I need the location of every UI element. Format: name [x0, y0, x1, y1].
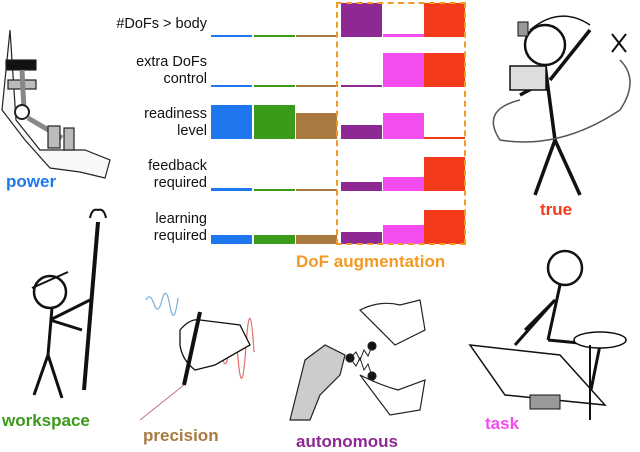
stick-figure-reacher-icon	[31, 208, 107, 399]
row-label-dofs: #DoFs > body	[116, 16, 207, 32]
bar-true-row-4	[424, 210, 465, 244]
bar-autonomous-row-0	[341, 3, 382, 37]
bar-precision-row-2	[296, 113, 337, 139]
hand-with-pen-icon	[139, 292, 255, 421]
arm-exoskeleton-icon	[1, 29, 111, 179]
bar-precision-row-0	[296, 35, 337, 37]
dof-augmentation-box	[336, 2, 466, 245]
bar-power-row-2	[211, 105, 252, 139]
row-label-extra-control: extra DoFs control	[136, 54, 207, 87]
bar-power-row-3	[211, 188, 252, 191]
bar-true-row-0	[424, 3, 465, 37]
bar-precision-row-1	[296, 85, 337, 87]
bar-true-row-3	[424, 157, 465, 191]
bar-task-row-2	[383, 113, 424, 139]
bar-workspace-row-4	[254, 235, 295, 244]
row-label-learning: learning required	[153, 211, 207, 244]
bar-autonomous-row-4	[341, 232, 382, 244]
bar-power-row-1	[211, 85, 252, 87]
seated-figure-at-table-icon	[468, 249, 627, 420]
bar-power-row-4	[211, 235, 252, 244]
bar-task-row-4	[383, 225, 424, 244]
chart-title: DoF augmentation	[296, 252, 446, 271]
category-label-true: true	[540, 200, 573, 219]
category-label-power: power	[6, 172, 57, 191]
bar-true-row-2	[424, 137, 465, 139]
bar-true-row-1	[424, 53, 465, 87]
robot-and-human-hands-icon	[289, 299, 426, 421]
bar-workspace-row-3	[254, 189, 295, 191]
stick-figure-with-extra-arm-icon	[492, 15, 631, 196]
bar-task-row-1	[383, 53, 424, 87]
bar-autonomous-row-1	[341, 85, 382, 87]
bar-workspace-row-2	[254, 105, 295, 139]
bar-autonomous-row-3	[341, 182, 382, 191]
bar-precision-row-4	[296, 235, 337, 244]
bar-task-row-3	[383, 177, 424, 191]
category-label-workspace: workspace	[2, 411, 90, 430]
bar-precision-row-3	[296, 189, 337, 191]
bar-workspace-row-0	[254, 35, 295, 37]
row-label-readiness: readiness level	[144, 106, 207, 139]
bar-power-row-0	[211, 35, 252, 37]
bar-workspace-row-1	[254, 85, 295, 87]
category-label-autonomous: autonomous	[296, 432, 398, 451]
bar-autonomous-row-2	[341, 125, 382, 139]
category-label-task: task	[485, 414, 520, 433]
category-label-precision: precision	[143, 426, 219, 445]
bar-task-row-0	[383, 34, 424, 37]
row-label-feedback: feedback required	[148, 158, 207, 191]
